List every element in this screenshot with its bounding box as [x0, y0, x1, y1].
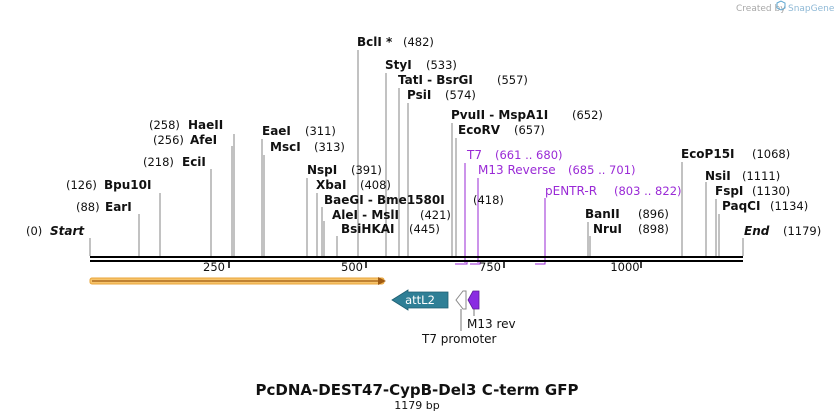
site-name: NspI — [307, 163, 337, 177]
primer-range: (803 .. 822) — [614, 184, 682, 198]
site-name: MscI — [270, 140, 301, 154]
orf-arrow — [89, 277, 386, 285]
site-pos: (408) — [360, 178, 391, 192]
site-name: FspI — [715, 184, 743, 198]
site-pos: (391) — [351, 163, 382, 177]
site-name: EcoRV — [458, 123, 501, 137]
site-pos: (898) — [638, 222, 669, 236]
site-pos: (574) — [445, 88, 476, 102]
attL2-label: attL2 — [405, 293, 435, 307]
site-pos: (0) — [26, 224, 42, 238]
site-name: EciI — [182, 155, 206, 169]
primer-connectors — [455, 163, 546, 265]
site-pos: (1179) — [783, 224, 821, 238]
site-pos: (896) — [638, 207, 669, 221]
site-pos: (258) — [149, 118, 180, 132]
site-connectors — [89, 50, 744, 256]
snapgene-logo-icon — [776, 0, 786, 11]
site-name: NsiI — [705, 169, 731, 183]
t7-promoter-label: T7 promoter — [421, 332, 497, 346]
site-name: AfeI — [190, 133, 217, 147]
restriction-site-labels: (0) Start (88) EarI (126) Bpu10I (218) E… — [26, 35, 821, 238]
site-pos: (557) — [497, 73, 528, 87]
site-name: NruI — [593, 222, 622, 236]
site-name: EarI — [105, 200, 132, 214]
site-pos: (1111) — [742, 169, 780, 183]
tick-label: 750 — [479, 260, 501, 274]
site-pos: (256) — [153, 133, 184, 147]
site-name: BsiHKAI — [341, 222, 395, 236]
primer-name: T7 — [466, 148, 482, 162]
primer-range: (685 .. 701) — [568, 163, 636, 177]
primer-name: M13 Reverse — [478, 163, 556, 177]
site-pos: (313) — [314, 140, 345, 154]
site-pos: (126) — [66, 178, 97, 192]
site-name: StyI — [385, 58, 412, 72]
site-pos: (652) — [572, 108, 603, 122]
site-pos: (418) — [473, 193, 504, 207]
map-title: PcDNA-DEST47-CypB-Del3 C-term GFP — [256, 381, 579, 399]
site-name: EaeI — [262, 124, 291, 138]
site-name: PvuII - MspA1I — [451, 108, 548, 122]
site-pos: (1134) — [770, 199, 808, 213]
m13-rev-label: M13 rev — [467, 317, 516, 331]
attL2-feature: attL2 — [391, 289, 449, 311]
site-name: End — [744, 224, 770, 238]
site-name: Start — [50, 224, 85, 238]
site-pos: (1068) — [752, 147, 790, 161]
dna-backbone — [90, 256, 743, 262]
tick-label: 250 — [203, 260, 225, 274]
site-name: HaeII — [188, 118, 223, 132]
site-name: PsiI — [407, 88, 431, 102]
site-name: AleI - MslI — [332, 208, 399, 222]
created-by-credit: Created by — [736, 4, 786, 14]
primer-labels: T7 (661 .. 680) M13 Reverse (685 .. 701)… — [466, 148, 682, 198]
site-name: BaeGI - Bme1580I — [324, 193, 445, 207]
site-name: Bpu10I — [104, 178, 151, 192]
scale-ticks: 250 500 750 1000 — [203, 260, 642, 274]
tick-label: 500 — [341, 260, 363, 274]
site-pos: (218) — [143, 155, 174, 169]
site-pos: (311) — [305, 124, 336, 138]
site-pos: (533) — [426, 58, 457, 72]
site-pos: (88) — [76, 200, 100, 214]
site-pos: (482) — [403, 35, 434, 49]
site-name: EcoP15I — [681, 147, 735, 161]
site-name: TatI - BsrGI — [398, 73, 473, 87]
map-length: 1179 bp — [394, 399, 439, 412]
site-name: XbaI — [316, 178, 346, 192]
site-pos: (1130) — [752, 184, 790, 198]
site-pos: (421) — [420, 208, 451, 222]
site-pos: (657) — [514, 123, 545, 137]
primer-name: pENTR-R — [545, 184, 597, 198]
m13-rev-feature — [467, 290, 480, 316]
primer-range: (661 .. 680) — [495, 148, 563, 162]
site-name: BanII — [585, 207, 620, 221]
site-name: BclI * — [357, 35, 393, 49]
site-name: PaqCI — [722, 199, 760, 213]
tick-label: 1000 — [610, 260, 639, 274]
site-pos: (445) — [409, 222, 440, 236]
snapgene-brand: SnapGene — [788, 4, 834, 14]
t7-promoter-feature — [455, 290, 467, 331]
